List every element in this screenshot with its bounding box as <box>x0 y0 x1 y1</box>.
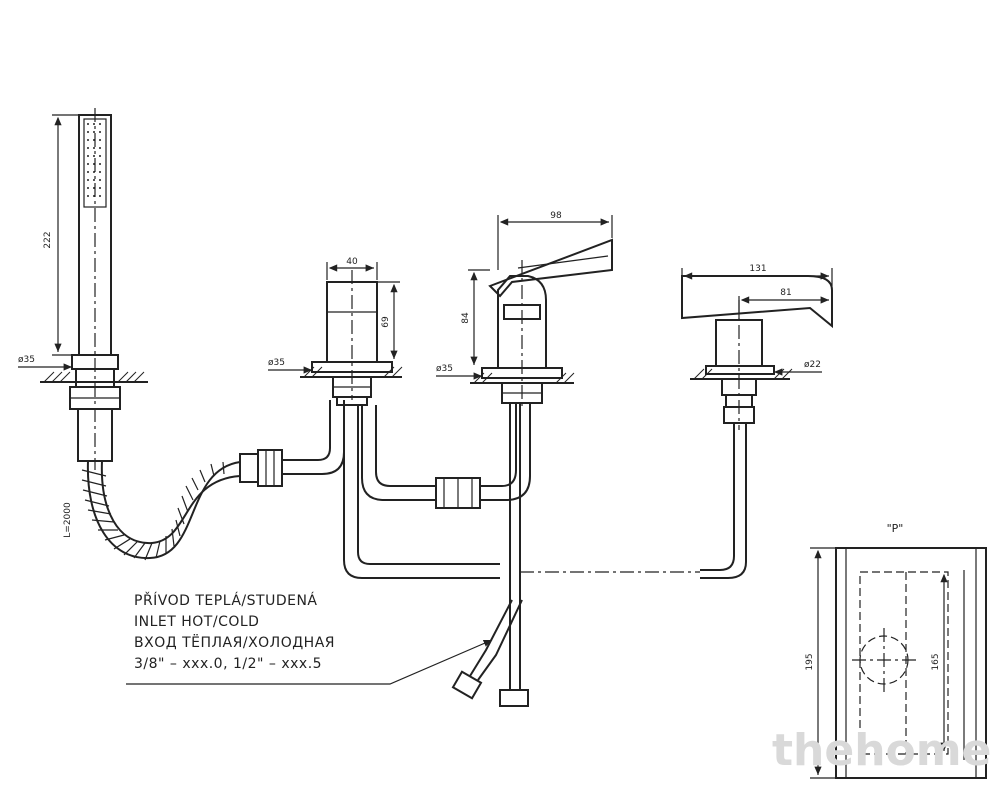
inlet-note: PŘÍVOD TEPLÁ/STUDENÁ INLET HOT/COLD ВХОД… <box>126 592 493 685</box>
diverter-valve: 40 69 ø35 <box>268 257 403 406</box>
inlet-note-line-2: INLET HOT/COLD <box>134 614 259 630</box>
inlet-note-line-1: PŘÍVOD TEPLÁ/STUDENÁ <box>134 592 318 609</box>
spout-diameter-dimension: ø22 <box>804 360 821 370</box>
shower-diameter-dimension: ø35 <box>18 355 35 365</box>
detail-height-dimension: 195 <box>805 653 815 670</box>
spout-reach-dimension: 81 <box>780 288 791 298</box>
spiral-hose <box>81 400 345 561</box>
inlet-note-line-3: ВХОД ТЁПЛАЯ/ХОЛОДНАЯ <box>134 633 335 651</box>
spout-length-dimension: 131 <box>749 264 766 274</box>
mixer-diameter-dimension: ø35 <box>436 364 453 374</box>
detail-inner-dimension: 165 <box>931 653 941 670</box>
mixer-width-dimension: 98 <box>550 211 562 221</box>
detail-label: "P" <box>887 522 904 535</box>
watermark: thehome <box>772 725 991 776</box>
mixer-height-dimension: 84 <box>461 312 471 324</box>
hose-length-dimension: L=2000 <box>63 502 73 538</box>
mixer: 98 84 ø35 <box>436 211 613 408</box>
supply-pipes <box>343 403 747 707</box>
valve-diameter-dimension: ø35 <box>268 358 285 368</box>
detail-p: "P" 195 165 <box>805 522 987 779</box>
spout: 131 81 ø22 <box>681 264 833 430</box>
shower-length-dimension: 222 <box>43 231 53 248</box>
valve-height-dimension: 69 <box>381 316 391 328</box>
inlet-note-line-4: 3/8" – xxx.0, 1/2" – xxx.5 <box>134 656 322 672</box>
hand-shower: 222 ø35 L=2000 <box>18 108 148 538</box>
valve-width-dimension: 40 <box>346 257 358 267</box>
